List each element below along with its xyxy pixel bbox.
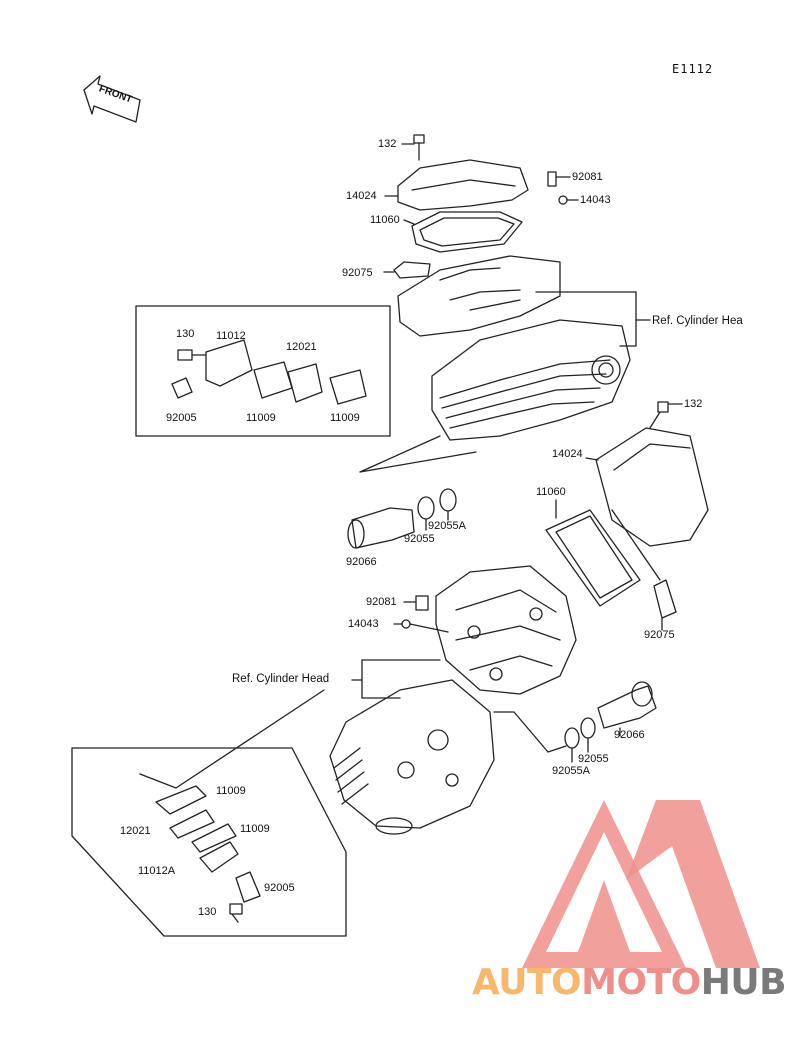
- cover-14024-top: [384, 159, 529, 211]
- cover-14024-right: [585, 427, 709, 547]
- part-label: 11009: [216, 785, 246, 797]
- pipe-92066-low: [597, 681, 657, 737]
- part-label: 92005: [166, 412, 197, 424]
- bolt-132-top: [401, 134, 425, 161]
- front-head-bracket: [351, 659, 441, 699]
- watermark-part-2: MOTO: [581, 962, 701, 1003]
- watermark-part-3: HUB: [700, 962, 787, 1003]
- part-label: 11012A: [138, 865, 176, 877]
- pipe-92066-mid: [347, 507, 415, 549]
- part-label: 92075: [342, 267, 373, 279]
- part-label: 92055: [578, 753, 609, 765]
- part-label: 12021: [286, 341, 317, 353]
- part-label: 12021: [120, 825, 151, 837]
- nipple-92081-mid: [403, 595, 429, 611]
- part-label: 92005: [264, 882, 295, 894]
- gasket-92075-right: [611, 509, 677, 631]
- bolt-132-right: [649, 401, 683, 429]
- rear-cylinder-head: [397, 255, 651, 441]
- carb-holder-box-top: [135, 305, 477, 473]
- part-label: 14043: [348, 618, 379, 630]
- part-label: 92066: [346, 556, 377, 568]
- part-label: 11009: [240, 823, 270, 835]
- oring-92055-mid: [417, 496, 435, 531]
- lower-leader-lines: [493, 711, 567, 753]
- part-label: 132: [378, 138, 397, 150]
- plug-14043-top: [558, 195, 579, 205]
- part-label: 11009: [330, 412, 360, 424]
- part-label: 92055: [404, 533, 435, 545]
- part-label: 92081: [366, 596, 397, 608]
- part-label: 92055A: [552, 765, 590, 777]
- front-arrow: [83, 75, 141, 123]
- part-label: 92075: [644, 629, 675, 641]
- part-label: 14024: [346, 190, 377, 202]
- watermark-logo: [522, 800, 760, 968]
- plug-14043-mid: [393, 619, 449, 633]
- part-label: 92066: [614, 729, 645, 741]
- front-cylinder-head-upper: [435, 565, 577, 695]
- part-label: 11009: [246, 412, 276, 424]
- part-label: 14043: [580, 194, 611, 206]
- part-label: 11012: [216, 330, 246, 342]
- part-label: 11060: [536, 486, 566, 498]
- part-label: 92081: [572, 171, 603, 183]
- part-label: 132: [684, 398, 703, 410]
- gasket-92075-top: [383, 261, 431, 279]
- nipple-92081-top: [547, 171, 571, 187]
- watermark-part-1: AUTO: [472, 962, 582, 1003]
- ref-label-rear-head: Ref. Cylinder Hea: [652, 315, 743, 327]
- oring-92055a-low: [564, 727, 580, 763]
- front-cylinder-head-lower: [329, 679, 495, 835]
- gasket-11060-right: [545, 499, 641, 607]
- oring-92055-low: [580, 717, 596, 753]
- part-label: 92055A: [428, 520, 466, 532]
- part-label: 11060: [370, 214, 400, 226]
- part-label: 14024: [552, 448, 583, 460]
- gasket-11060-top: [403, 211, 523, 253]
- part-label: 130: [176, 328, 195, 340]
- ref-label-front-head: Ref. Cylinder Head: [232, 673, 330, 685]
- diagram-code: E1112: [672, 62, 714, 76]
- oring-92055a-mid: [439, 488, 457, 521]
- watermark-brand: AUTOMOTOHUB: [472, 962, 787, 1003]
- part-label: 130: [198, 906, 217, 918]
- carb-holder-box-low: [71, 689, 347, 937]
